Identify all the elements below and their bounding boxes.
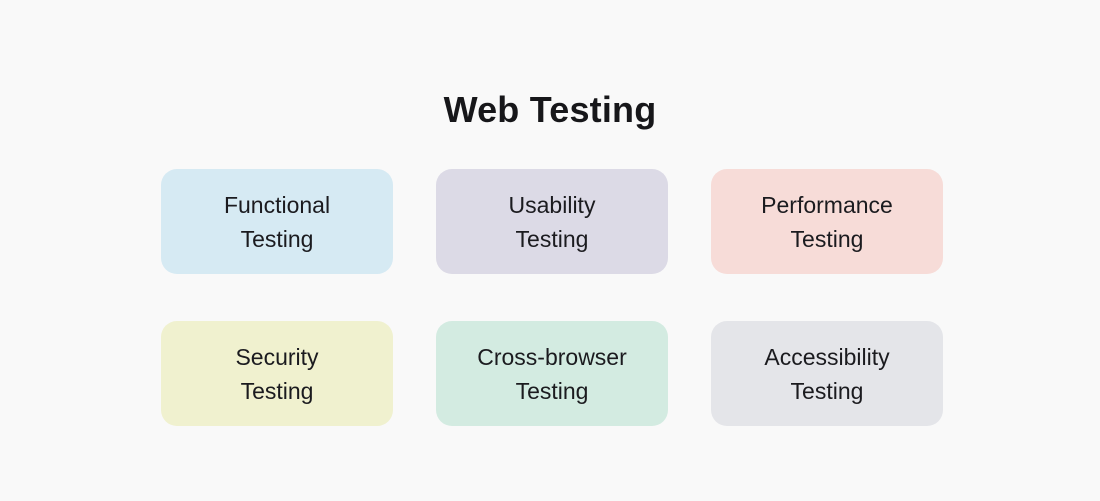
testing-types-grid: Functional Testing Usability Testing Per…: [161, 169, 943, 426]
card-label-line2: Testing: [515, 377, 589, 404]
card-label-line2: Testing: [240, 225, 314, 252]
card-functional-testing: Functional Testing: [161, 169, 393, 274]
card-label-line1: Functional: [223, 191, 331, 218]
card-label: Cross-browser Testing: [477, 340, 627, 408]
card-label-line1: Performance: [761, 191, 893, 218]
card-label-line1: Cross-browser: [477, 343, 627, 370]
card-accessibility-testing: Accessibility Testing: [711, 321, 943, 426]
card-label: Accessibility Testing: [764, 340, 889, 408]
card-label-line2: Testing: [515, 225, 589, 252]
page-title: Web Testing: [443, 89, 657, 131]
card-label: Functional Testing: [224, 188, 330, 256]
card-label-line1: Security: [235, 343, 319, 370]
card-label: Security Testing: [235, 340, 318, 408]
card-label-line2: Testing: [240, 377, 314, 404]
card-label: Performance Testing: [761, 188, 893, 256]
card-label-line2: Testing: [790, 225, 864, 252]
card-label-line2: Testing: [790, 377, 864, 404]
card-security-testing: Security Testing: [161, 321, 393, 426]
card-label: Usability Testing: [509, 188, 596, 256]
card-cross-browser-testing: Cross-browser Testing: [436, 321, 668, 426]
card-label-line1: Usability: [508, 191, 596, 218]
card-performance-testing: Performance Testing: [711, 169, 943, 274]
card-label-line1: Accessibility: [764, 343, 890, 370]
card-usability-testing: Usability Testing: [436, 169, 668, 274]
